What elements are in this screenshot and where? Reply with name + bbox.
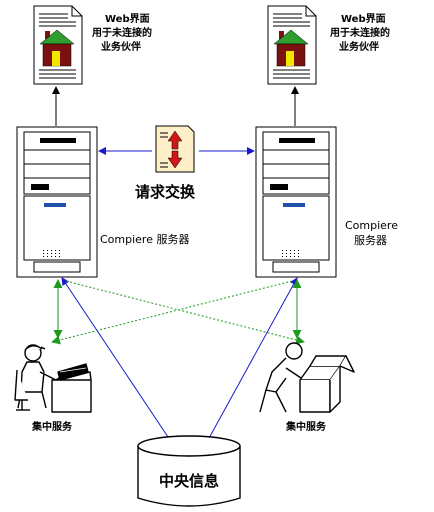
web-label-right-line2: 用于未连接的 xyxy=(329,26,390,39)
web-label-right-line3: 业务伙伴 xyxy=(339,40,379,53)
house-icon xyxy=(39,29,75,67)
server-left xyxy=(16,126,98,278)
service-links xyxy=(51,279,305,345)
request-exchange-label: 请求交换 xyxy=(135,183,196,201)
web-label-left-line3: 业务伙伴 xyxy=(101,40,141,53)
link-left-server-to-right-service xyxy=(65,280,305,345)
person-with-box-icon xyxy=(259,342,355,413)
exchange-document-icon xyxy=(155,125,195,173)
link-central-to-left-server xyxy=(61,277,171,441)
web-label-right-line1: Web界面 xyxy=(341,13,386,25)
central-info-links xyxy=(61,277,298,441)
web-label-left-line2: 用于未连接的 xyxy=(91,26,152,39)
web-doc-right xyxy=(267,5,317,85)
person-at-desk-icon xyxy=(14,344,92,413)
web-doc-left xyxy=(33,5,83,85)
link-central-to-right-server xyxy=(207,277,298,441)
server-right-label-line2: 服务器 xyxy=(354,234,387,247)
web-label-left-line1: Web界面 xyxy=(105,13,150,25)
server-right xyxy=(255,126,337,278)
central-service-right-label: 集中服务 xyxy=(285,420,327,433)
server-left-label: Compiere 服务器 xyxy=(100,233,189,246)
server-right-label-line1: Compiere xyxy=(345,219,398,232)
central-database-icon xyxy=(137,435,241,507)
house-icon xyxy=(273,29,309,67)
central-info-label: 中央信息 xyxy=(159,472,219,490)
link-right-server-to-left-service xyxy=(51,280,293,345)
central-service-left-label: 集中服务 xyxy=(31,420,73,433)
